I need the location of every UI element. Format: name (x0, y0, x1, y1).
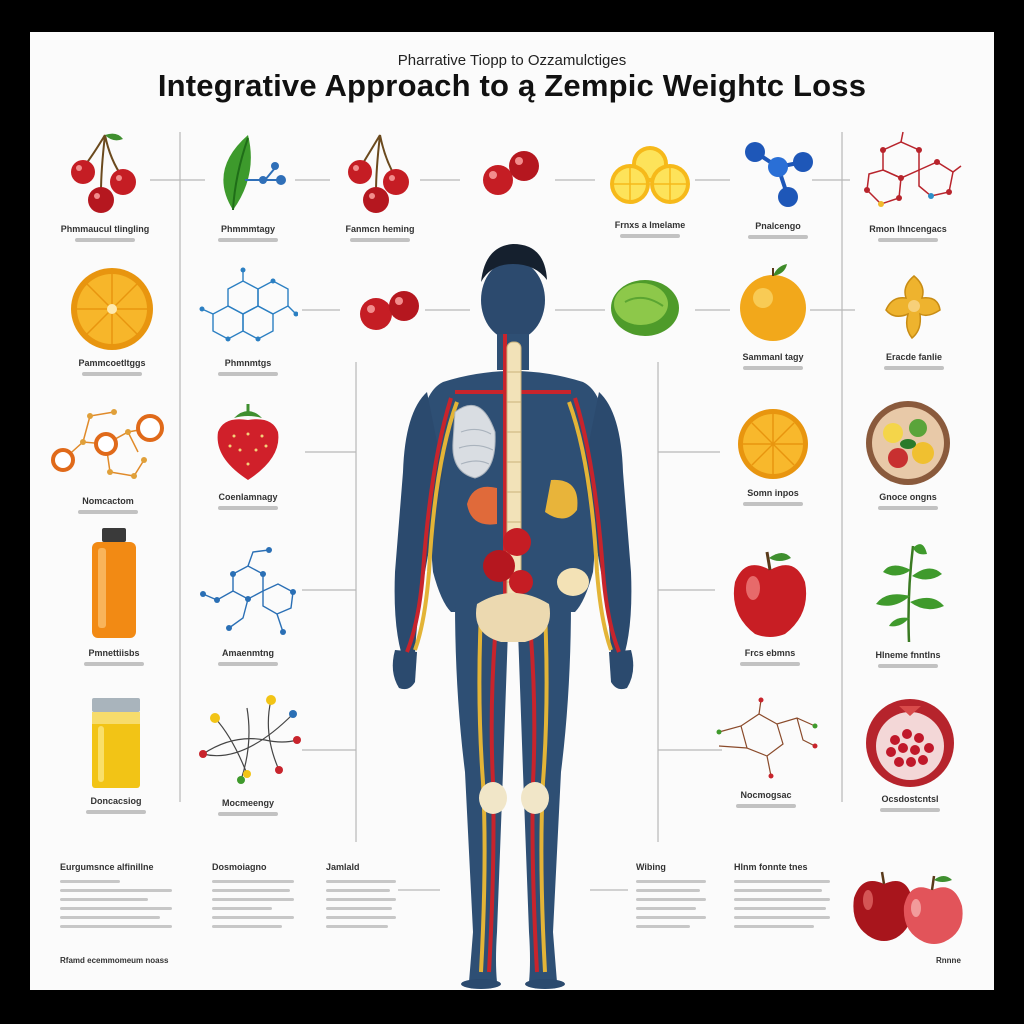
item-label: Nocmogsac (740, 790, 792, 800)
molecule-network-icon (51, 409, 164, 479)
item-label: Nomcactom (82, 496, 134, 506)
item-row4-3: Frcs ebmns (710, 544, 830, 666)
ginger-root-icon (885, 275, 941, 340)
orange-slice-icon (738, 409, 808, 479)
molecule-icon (716, 697, 818, 779)
item-row5-2: Mocmeengy (188, 684, 308, 816)
item-label: Somn inpos (747, 488, 799, 498)
item-label: Mocmeengy (221, 798, 274, 808)
item-label: Frcs ebmns (744, 648, 796, 658)
item-label: Phmmmtagy (220, 224, 275, 234)
leaf-molecule-icon (223, 135, 286, 211)
molecule-network-icon (864, 131, 962, 207)
item-label: Fanmcn heming (345, 224, 415, 234)
lime-icon (611, 280, 679, 336)
cherries-icon (483, 151, 539, 195)
apples-icon (853, 871, 963, 944)
item-row2-5: Sammanl tagy (713, 258, 833, 370)
text-block-3: Jamlald (326, 862, 446, 934)
item-label: Gnoce ongns (879, 492, 937, 502)
text-block-2: Dosmoiagno (212, 862, 332, 934)
molecule-network-icon (200, 547, 296, 635)
item-row3-4: Gnoce ongns (848, 398, 968, 510)
pomegranate-icon (866, 699, 954, 787)
item-row1-4 (452, 142, 572, 202)
item-row3-3: Somn inpos (713, 404, 833, 506)
item-label: Coenlamnagy (218, 492, 278, 502)
item-row3-2: Coenlamnagy (188, 398, 308, 510)
block-title: Hlnm fonnte tnes (734, 862, 808, 872)
herb-sprig-icon (876, 544, 944, 643)
item-row1-2: Phmmmtagy (188, 130, 308, 242)
item-row2-2: Phmnmtgs (188, 264, 308, 376)
block-title: Dosmoiagno (212, 862, 267, 872)
item-row5-1: Doncacsiog (56, 696, 176, 814)
item-row3-1: Nomcactom (48, 402, 168, 514)
subtitle: Pharrative Tiopp to Ozzamulctiges (397, 52, 627, 69)
poster: Pharrative Tiopp to Ozzamulctiges Integr… (30, 32, 994, 990)
lemon-slices-icon (610, 146, 690, 204)
item-label: Doncacsiog (90, 796, 142, 806)
juice-jar-icon (92, 698, 140, 788)
item-row2-4 (585, 272, 705, 342)
text-block-5: Hlnm fonnte tnes (734, 862, 854, 934)
item-label: Phmnmtgs (224, 358, 272, 368)
item-label: Frnxs a lmelame (614, 220, 686, 230)
footer-right: Rnnne (936, 956, 961, 965)
item-row1-1: Phmmaucul tlingling (45, 130, 165, 242)
item-row2-6: Eracde fanlie (854, 268, 974, 370)
cherries-icon (360, 291, 419, 330)
block-title: Jamlald (326, 862, 360, 872)
cherries-icon (71, 133, 136, 213)
molecule-pins-icon (199, 695, 301, 784)
text-block-4: Wibing (636, 862, 756, 934)
item-row4-4: Hlneme fnntlns (848, 536, 968, 668)
item-row4-2: Amaenmtng (188, 544, 308, 666)
strawberry-icon (217, 404, 279, 480)
connector-lines (150, 132, 855, 891)
human-anatomy-figure (392, 244, 634, 989)
salad-bowl-icon (866, 401, 950, 485)
page-title: Integrative Approach to ą Zempic Weightc… (157, 68, 867, 103)
item-row1-5: Frnxs a lmelame (590, 136, 710, 238)
item-row1-7: Rmon lhncengacs (848, 130, 968, 242)
item-row1-3: Fanmcn heming (320, 130, 440, 242)
apple-icon (733, 551, 807, 637)
item-row5-4: Ocsdostcntsl (850, 696, 970, 812)
molecule-network-icon (199, 267, 298, 342)
supplement-bottle-icon (92, 528, 136, 638)
item-label: Eracde fanlie (885, 352, 943, 362)
item-label: Phmmaucul tlingling (60, 224, 150, 234)
orange-fruit-icon (740, 264, 806, 341)
item-row1-6: Pnalcengo (718, 132, 838, 239)
text-block-1: Eurgumsnce alfinillne (60, 862, 180, 934)
item-label: Pmnettiisbs (88, 648, 140, 658)
item-row2-3 (330, 280, 450, 340)
item-label: Hlneme fnntlns (875, 650, 941, 660)
item-label: Pnalcengo (755, 221, 801, 231)
block-title: Eurgumsnce alfinillne (60, 862, 154, 872)
molecule-icon (745, 142, 813, 207)
item-label: Sammanl tagy (742, 352, 804, 362)
item-label: Pammcoetltggs (78, 358, 146, 368)
item-row5-3: Nocmogsac (706, 696, 826, 808)
item-label: Rmon lhncengacs (869, 224, 947, 234)
item-label: Ocsdostcntsl (881, 794, 939, 804)
item-row2-1: Pammcoetltggs (52, 264, 172, 376)
item-label: Amaenmtng (221, 648, 274, 658)
footer-left: Rfamd ecemmomeum noass (60, 956, 169, 965)
cherries-icon (348, 134, 409, 213)
block-title: Wibing (636, 862, 666, 872)
orange-slice-icon (71, 268, 153, 350)
item-row4-1: Pmnettiisbs (54, 524, 174, 666)
